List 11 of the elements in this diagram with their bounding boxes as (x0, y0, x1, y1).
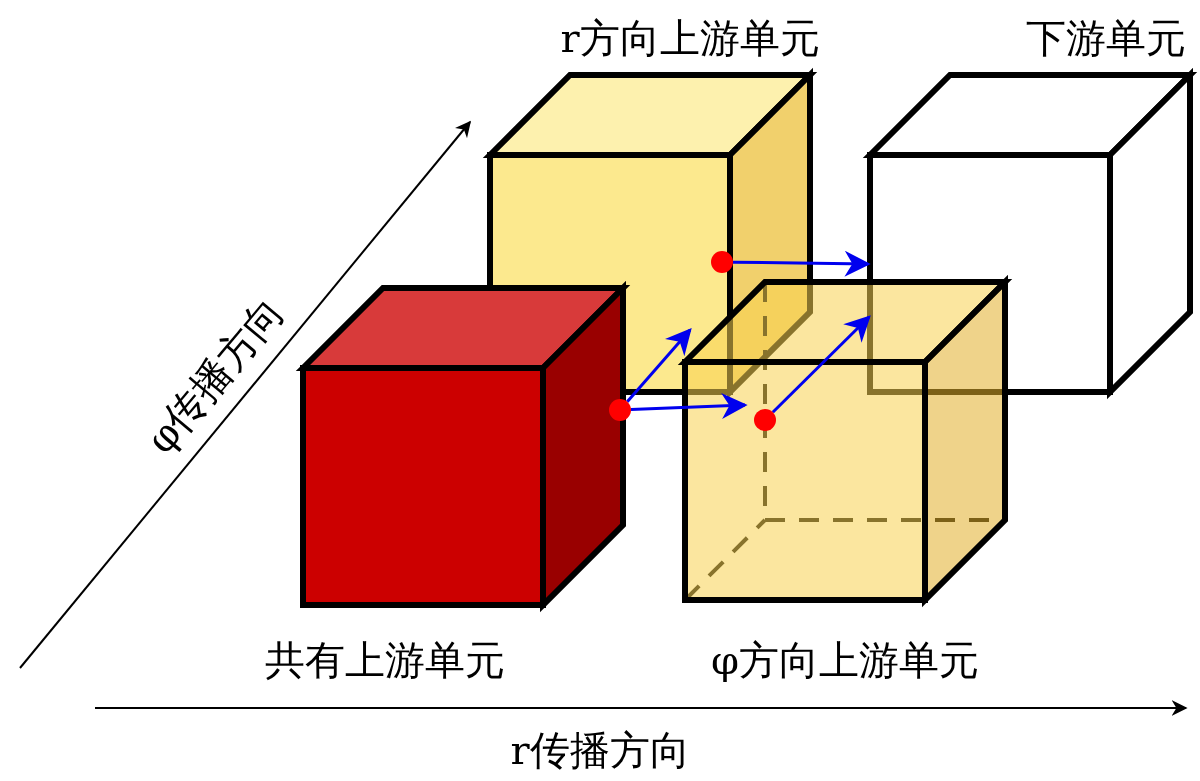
arrow (732, 250, 871, 277)
arrow (630, 392, 748, 419)
cube-label: φ方向上游单元 (711, 636, 979, 684)
dot (754, 409, 776, 431)
arrow (771, 315, 871, 414)
axis-label: φ传播方向 (136, 287, 294, 463)
cube-label: 共有上游单元 (265, 636, 505, 684)
cube-label: 下游单元 (1026, 14, 1186, 62)
arrow (626, 328, 692, 403)
cube-label: r方向上游单元 (560, 14, 820, 62)
axis-label: r传播方向 (510, 726, 690, 774)
